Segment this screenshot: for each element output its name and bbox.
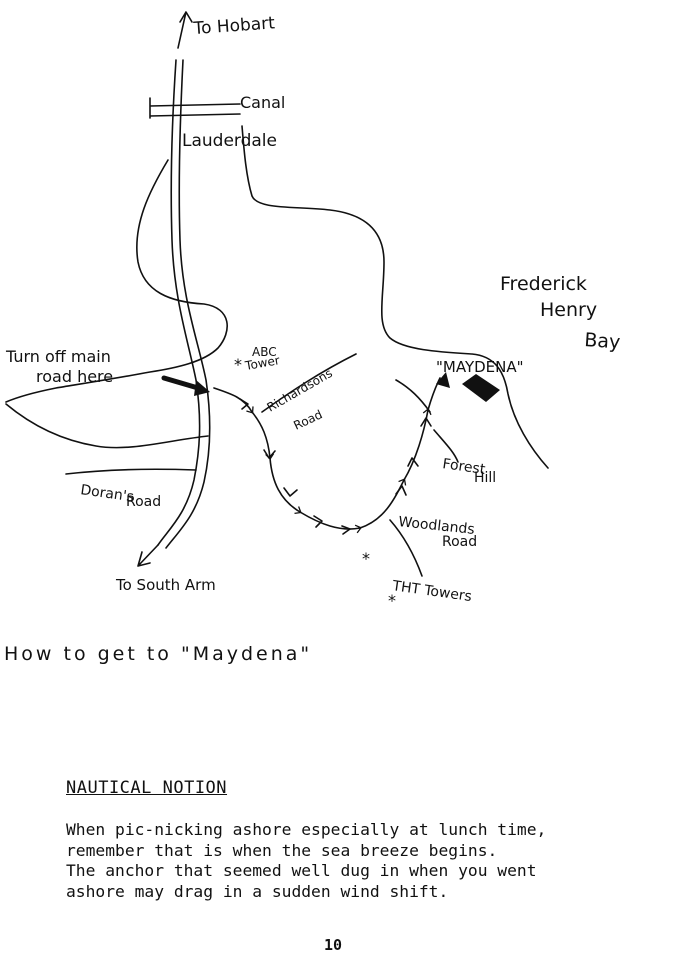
page-number: 10 — [324, 936, 343, 954]
abc-tower-star: * — [234, 355, 242, 374]
label-henry: Henry — [540, 299, 597, 321]
route-chevron-5 — [341, 525, 351, 535]
east-coastline — [241, 125, 549, 469]
west-coastline — [5, 159, 228, 403]
route-chevron-1 — [239, 398, 249, 410]
west-coastline-lower — [5, 403, 209, 449]
label-dorans: Doran's — [79, 482, 134, 505]
label-turn-off-line1: Turn off main — [5, 347, 111, 366]
richardsons-road-line — [261, 353, 357, 413]
nautical-notion-line-2: remember that is when the sea breeze beg… — [66, 840, 498, 860]
route-chevron-2 — [263, 449, 276, 459]
label-to-south-arm: To South Arm — [115, 576, 216, 594]
nautical-notion-line-1: When pic-nicking ashore especially at lu… — [66, 820, 547, 839]
tht-tower-star-1: * — [362, 549, 370, 568]
nautical-notion-body: When pic-nicking ashore especially at lu… — [66, 820, 676, 902]
label-frederick: Frederick — [500, 273, 587, 295]
label-richardsons: Richardsons — [265, 366, 335, 415]
label-abc-tower: Tower — [243, 353, 281, 373]
label-woodlands-road: Road — [442, 534, 477, 550]
maydena-branch-road — [395, 379, 431, 413]
maydena-arrow-head — [436, 372, 450, 388]
map-caption: How to get to "Maydena" — [4, 643, 312, 665]
label-canal: Canal — [240, 93, 285, 112]
label-dorans-road: Road — [126, 494, 161, 510]
canal-line — [149, 97, 241, 119]
to-south-arm-arrow — [137, 544, 159, 567]
tht-tower-star-2: * — [388, 591, 396, 610]
label-woodlands: Woodlands — [398, 514, 476, 538]
label-lauderdale: Lauderdale — [182, 131, 277, 151]
label-bay: Bay — [584, 329, 621, 353]
to-hobart-arrow — [177, 11, 193, 49]
label-forest: Forest — [441, 456, 486, 478]
route-chevron-7 — [407, 457, 419, 467]
dorans-road-line — [65, 468, 197, 475]
label-turn-off-line2: road here — [36, 367, 113, 386]
label-hill: Hill — [474, 470, 496, 486]
maydena-block — [462, 374, 500, 402]
turn-off-arrow-shaft — [161, 375, 201, 391]
nautical-notion-heading: NAUTICAL NOTION — [66, 778, 228, 798]
route-chevron-8 — [420, 417, 432, 427]
nautical-notion-line-3: The anchor that seemed well dug in when … — [66, 861, 537, 880]
label-richardsons-road: Road — [291, 407, 324, 432]
route-line — [213, 377, 441, 534]
route-chevron-6 — [395, 485, 407, 496]
woodlands-road — [389, 519, 423, 577]
route-chevron-4 — [313, 515, 323, 528]
forest-hill-road — [433, 429, 459, 463]
label-to-hobart: To Hobart — [192, 13, 276, 39]
label-abc: ABC — [252, 345, 277, 359]
main-road-left-edge — [157, 59, 201, 546]
label-maydena: "MAYDENA" — [436, 358, 524, 376]
turn-off-arrow-head — [194, 380, 210, 396]
nautical-notion-line-4: ashore may drag in a sudden wind shift. — [66, 881, 449, 901]
route-chevron-3 — [283, 487, 298, 497]
main-road-right-edge — [165, 59, 211, 549]
label-tht-towers: THT Towers — [390, 578, 472, 605]
map: * * * To Hobart Canal Lauderdale Frederi… — [4, 11, 621, 665]
